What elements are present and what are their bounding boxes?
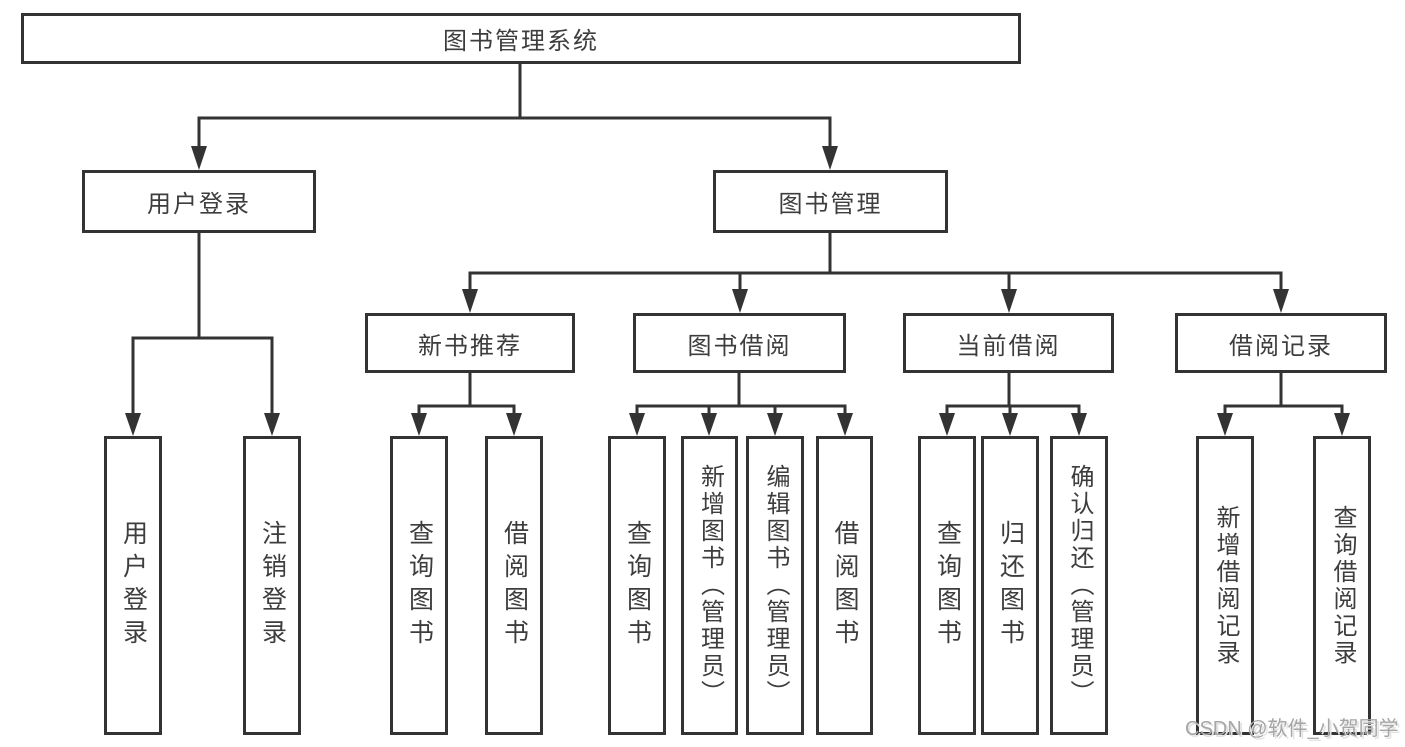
leaf-add-borrow-record-label: 新增借阅记录 bbox=[1212, 504, 1239, 667]
leaf-logout: 注销登录 bbox=[243, 436, 301, 735]
leaf-edit-books-admin-label: 编辑图书（管理员） bbox=[762, 464, 789, 707]
csdn-watermark: CSDN @软件_小贺同学 bbox=[1185, 718, 1399, 740]
node-book-borrow-label: 图书借阅 bbox=[687, 332, 792, 360]
node-current-borrow-label: 当前借阅 bbox=[956, 332, 1061, 360]
node-current-borrow: 当前借阅 bbox=[903, 313, 1114, 373]
leaf-current-query-books-label: 查询图书 bbox=[933, 519, 962, 652]
leaf-borrow-query-books: 查询图书 bbox=[608, 436, 666, 735]
node-user-login: 用户登录 bbox=[82, 170, 316, 233]
node-user-login-label: 用户登录 bbox=[147, 191, 251, 218]
connector-book-borrow-to-leaves bbox=[629, 373, 853, 436]
leaf-query-borrow-record: 查询借阅记录 bbox=[1313, 436, 1371, 735]
leaf-query-borrow-record-label: 查询借阅记录 bbox=[1329, 504, 1356, 667]
node-book-borrow: 图书借阅 bbox=[633, 313, 846, 373]
node-borrow-records-label: 借阅记录 bbox=[1229, 332, 1333, 360]
leaf-borrow-books-label: 借阅图书 bbox=[831, 519, 859, 652]
node-root-library-system: 图书管理系统 bbox=[21, 13, 1021, 64]
leaf-newbook-borrow-books-label: 借阅图书 bbox=[500, 519, 529, 652]
connector-book-management-to-level3 bbox=[462, 233, 1289, 313]
leaf-current-query-books: 查询图书 bbox=[918, 436, 976, 735]
connector-user-login-to-leaves bbox=[125, 233, 280, 436]
leaf-return-books-label: 归还图书 bbox=[996, 519, 1025, 652]
leaf-confirm-return-admin-label: 确认归还（管理员） bbox=[1066, 464, 1093, 707]
leaf-add-books-admin: 新增图书（管理员） bbox=[681, 436, 738, 735]
leaf-borrow-query-books-label: 查询图书 bbox=[623, 519, 652, 652]
node-new-book-recommend: 新书推荐 bbox=[365, 313, 575, 373]
node-new-book-recommend-label: 新书推荐 bbox=[418, 332, 522, 360]
node-book-management: 图书管理 bbox=[713, 170, 948, 233]
leaf-borrow-books: 借阅图书 bbox=[816, 436, 873, 735]
node-borrow-records: 借阅记录 bbox=[1175, 313, 1387, 373]
leaf-newbook-query-books: 查询图书 bbox=[390, 436, 448, 735]
leaf-user-login-label: 用户登录 bbox=[119, 519, 148, 652]
leaf-add-borrow-record: 新增借阅记录 bbox=[1196, 436, 1254, 735]
node-book-management-label: 图书管理 bbox=[778, 191, 883, 218]
leaf-logout-label: 注销登录 bbox=[258, 519, 287, 652]
connector-borrow-records-to-leaves bbox=[1217, 373, 1350, 436]
leaf-edit-books-admin: 编辑图书（管理员） bbox=[746, 436, 804, 735]
leaf-newbook-borrow-books: 借阅图书 bbox=[485, 436, 543, 735]
connector-current-borrow-to-leaves bbox=[939, 373, 1087, 436]
connector-root-to-level2 bbox=[191, 64, 838, 170]
leaf-return-books: 归还图书 bbox=[981, 436, 1039, 735]
leaf-newbook-query-books-label: 查询图书 bbox=[405, 519, 434, 652]
connector-new-book-to-leaves bbox=[411, 373, 522, 436]
leaf-confirm-return-admin: 确认归还（管理员） bbox=[1050, 436, 1108, 735]
leaf-add-books-admin-label: 新增图书（管理员） bbox=[696, 464, 724, 707]
node-root-label: 图书管理系统 bbox=[443, 28, 599, 55]
leaf-user-login: 用户登录 bbox=[104, 436, 162, 735]
